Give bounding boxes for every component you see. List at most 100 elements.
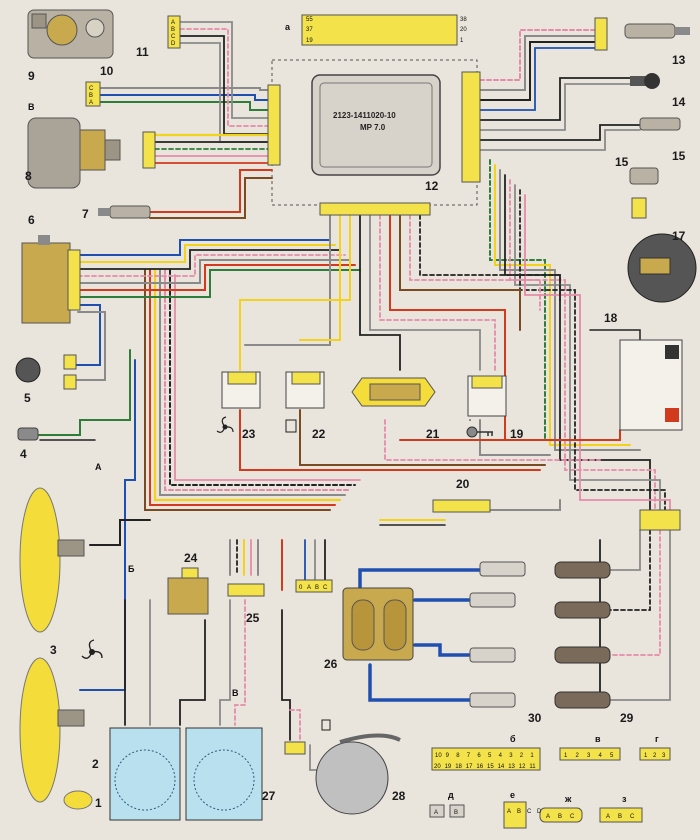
svg-text:б: б — [510, 734, 516, 744]
callout-15: 15 — [672, 149, 686, 163]
callout-3: 3 — [50, 643, 57, 657]
callout-10: 10 — [100, 64, 114, 78]
connector-в-pin: 5 — [610, 753, 614, 759]
callout-27: 27 — [262, 789, 276, 803]
ignition-relay — [467, 375, 507, 417]
connector-г-pin: 2 — [653, 753, 657, 759]
connector-8 — [142, 131, 156, 169]
oxygen-sensor — [594, 17, 690, 51]
connector-в-pin: 1 — [564, 753, 568, 759]
connector-AB — [284, 741, 306, 755]
connector-б-pin: 18 — [455, 764, 462, 770]
connector-б-pin: 6 — [477, 753, 481, 759]
crankshaft-sensor — [630, 73, 660, 89]
callout-19: 19 — [510, 427, 524, 441]
svg-text:20: 20 — [460, 27, 467, 33]
svg-text:55: 55 — [306, 17, 313, 23]
callout-9: 9 — [28, 69, 35, 83]
fan-relay-icon — [216, 416, 234, 433]
svg-text:B: B — [315, 585, 319, 591]
callout-26: 26 — [324, 657, 338, 671]
callout-1: 1 — [95, 796, 102, 810]
label-B-sensor: В — [28, 102, 35, 112]
svg-text:38: 38 — [460, 17, 467, 23]
callout-14: 14 — [672, 95, 686, 109]
connector-з-pin: C — [630, 814, 635, 820]
connector-д-pin: B — [454, 810, 458, 816]
svg-text:19: 19 — [306, 38, 313, 44]
cooling-fans — [19, 487, 85, 803]
callout-15b: 15 — [615, 155, 629, 169]
connector-е-pin: C — [527, 809, 532, 815]
callout-30: 30 — [528, 711, 542, 725]
connector-view-е — [503, 801, 527, 829]
coolant-temp-sensor — [98, 205, 151, 219]
callout-7: 7 — [82, 207, 89, 221]
svg-text:C: C — [323, 585, 328, 591]
immobilizer-block — [21, 235, 81, 324]
callout-11: 11 — [136, 45, 149, 59]
fan-relay — [221, 371, 261, 409]
callout-29: 29 — [620, 711, 634, 725]
svg-text:C: C — [89, 86, 94, 92]
connector-view-ж — [539, 807, 583, 823]
main-relay-fuse-block — [351, 377, 436, 407]
connector-в-pin: 4 — [599, 753, 603, 759]
connector-з-pin: B — [618, 814, 622, 820]
svg-text:з: з — [622, 794, 627, 804]
callout-23: 23 — [242, 427, 256, 441]
ecu-part-number: 2123-1411020-10 — [333, 111, 396, 120]
sensor-15 — [629, 167, 659, 219]
callout-5: 5 — [24, 391, 31, 405]
connector-view-з — [599, 807, 643, 823]
connector-view-г — [639, 747, 671, 761]
connector-view-д — [429, 804, 465, 818]
connector-б-pin: 17 — [466, 764, 473, 770]
connector-б-pin: 7 — [467, 753, 471, 759]
mass-air-flow-sensor — [27, 117, 121, 189]
svg-text:B: B — [89, 93, 93, 99]
callout-numbers: 1 2 3 4 5 6 7 8 9 10 11 12 13 14 15 15 1… — [20, 45, 686, 810]
connector-б-pin: 15 — [487, 764, 494, 770]
callout-6: 6 — [28, 213, 35, 227]
ecu-model: MP 7.0 — [360, 123, 386, 132]
connector-з-pin: A — [606, 814, 610, 820]
connector-ж-pin: A — [546, 814, 550, 820]
connector-б-pin: 3 — [509, 753, 513, 759]
callout-13: 13 — [672, 53, 686, 67]
connector-б-pin: 9 — [446, 753, 450, 759]
connector-з-pins: A B C — [606, 814, 635, 820]
svg-text:37: 37 — [306, 27, 313, 33]
connector-letters: В А Б В — [28, 102, 239, 698]
fuel-gauge-icon — [321, 719, 331, 731]
connector-е-pin: B — [517, 809, 521, 815]
connector-б-pin: 11 — [529, 764, 536, 770]
callout-25: 25 — [246, 611, 260, 625]
svg-text:г: г — [655, 734, 659, 744]
phase-sensor — [627, 233, 697, 303]
svg-text:1: 1 — [460, 38, 464, 44]
callout-22: 22 — [312, 427, 326, 441]
connector-г-pin: 1 — [644, 753, 648, 759]
callout-18: 18 — [604, 311, 618, 325]
connector-б-pin: 5 — [488, 753, 492, 759]
connector-б-pin: 10 — [435, 753, 442, 759]
connector-ж-pin: B — [558, 814, 562, 820]
diagnostic-connector — [432, 499, 491, 513]
connector-б-pin: 1 — [530, 753, 534, 759]
svg-text:A: A — [307, 585, 311, 591]
fuel-pump-module — [315, 733, 401, 815]
wire-harness — [34, 21, 671, 771]
oil-sensor-1 — [63, 790, 93, 810]
connector-б-pin: 13 — [508, 764, 515, 770]
connector-11: AB CD — [167, 15, 181, 49]
instrument-cluster-27 — [185, 727, 263, 821]
callout-21: 21 — [426, 427, 440, 441]
sensor-15-upper — [639, 117, 681, 131]
svg-text:в: в — [595, 734, 601, 744]
connector-view-labels: б в г д е ж з — [448, 734, 659, 804]
